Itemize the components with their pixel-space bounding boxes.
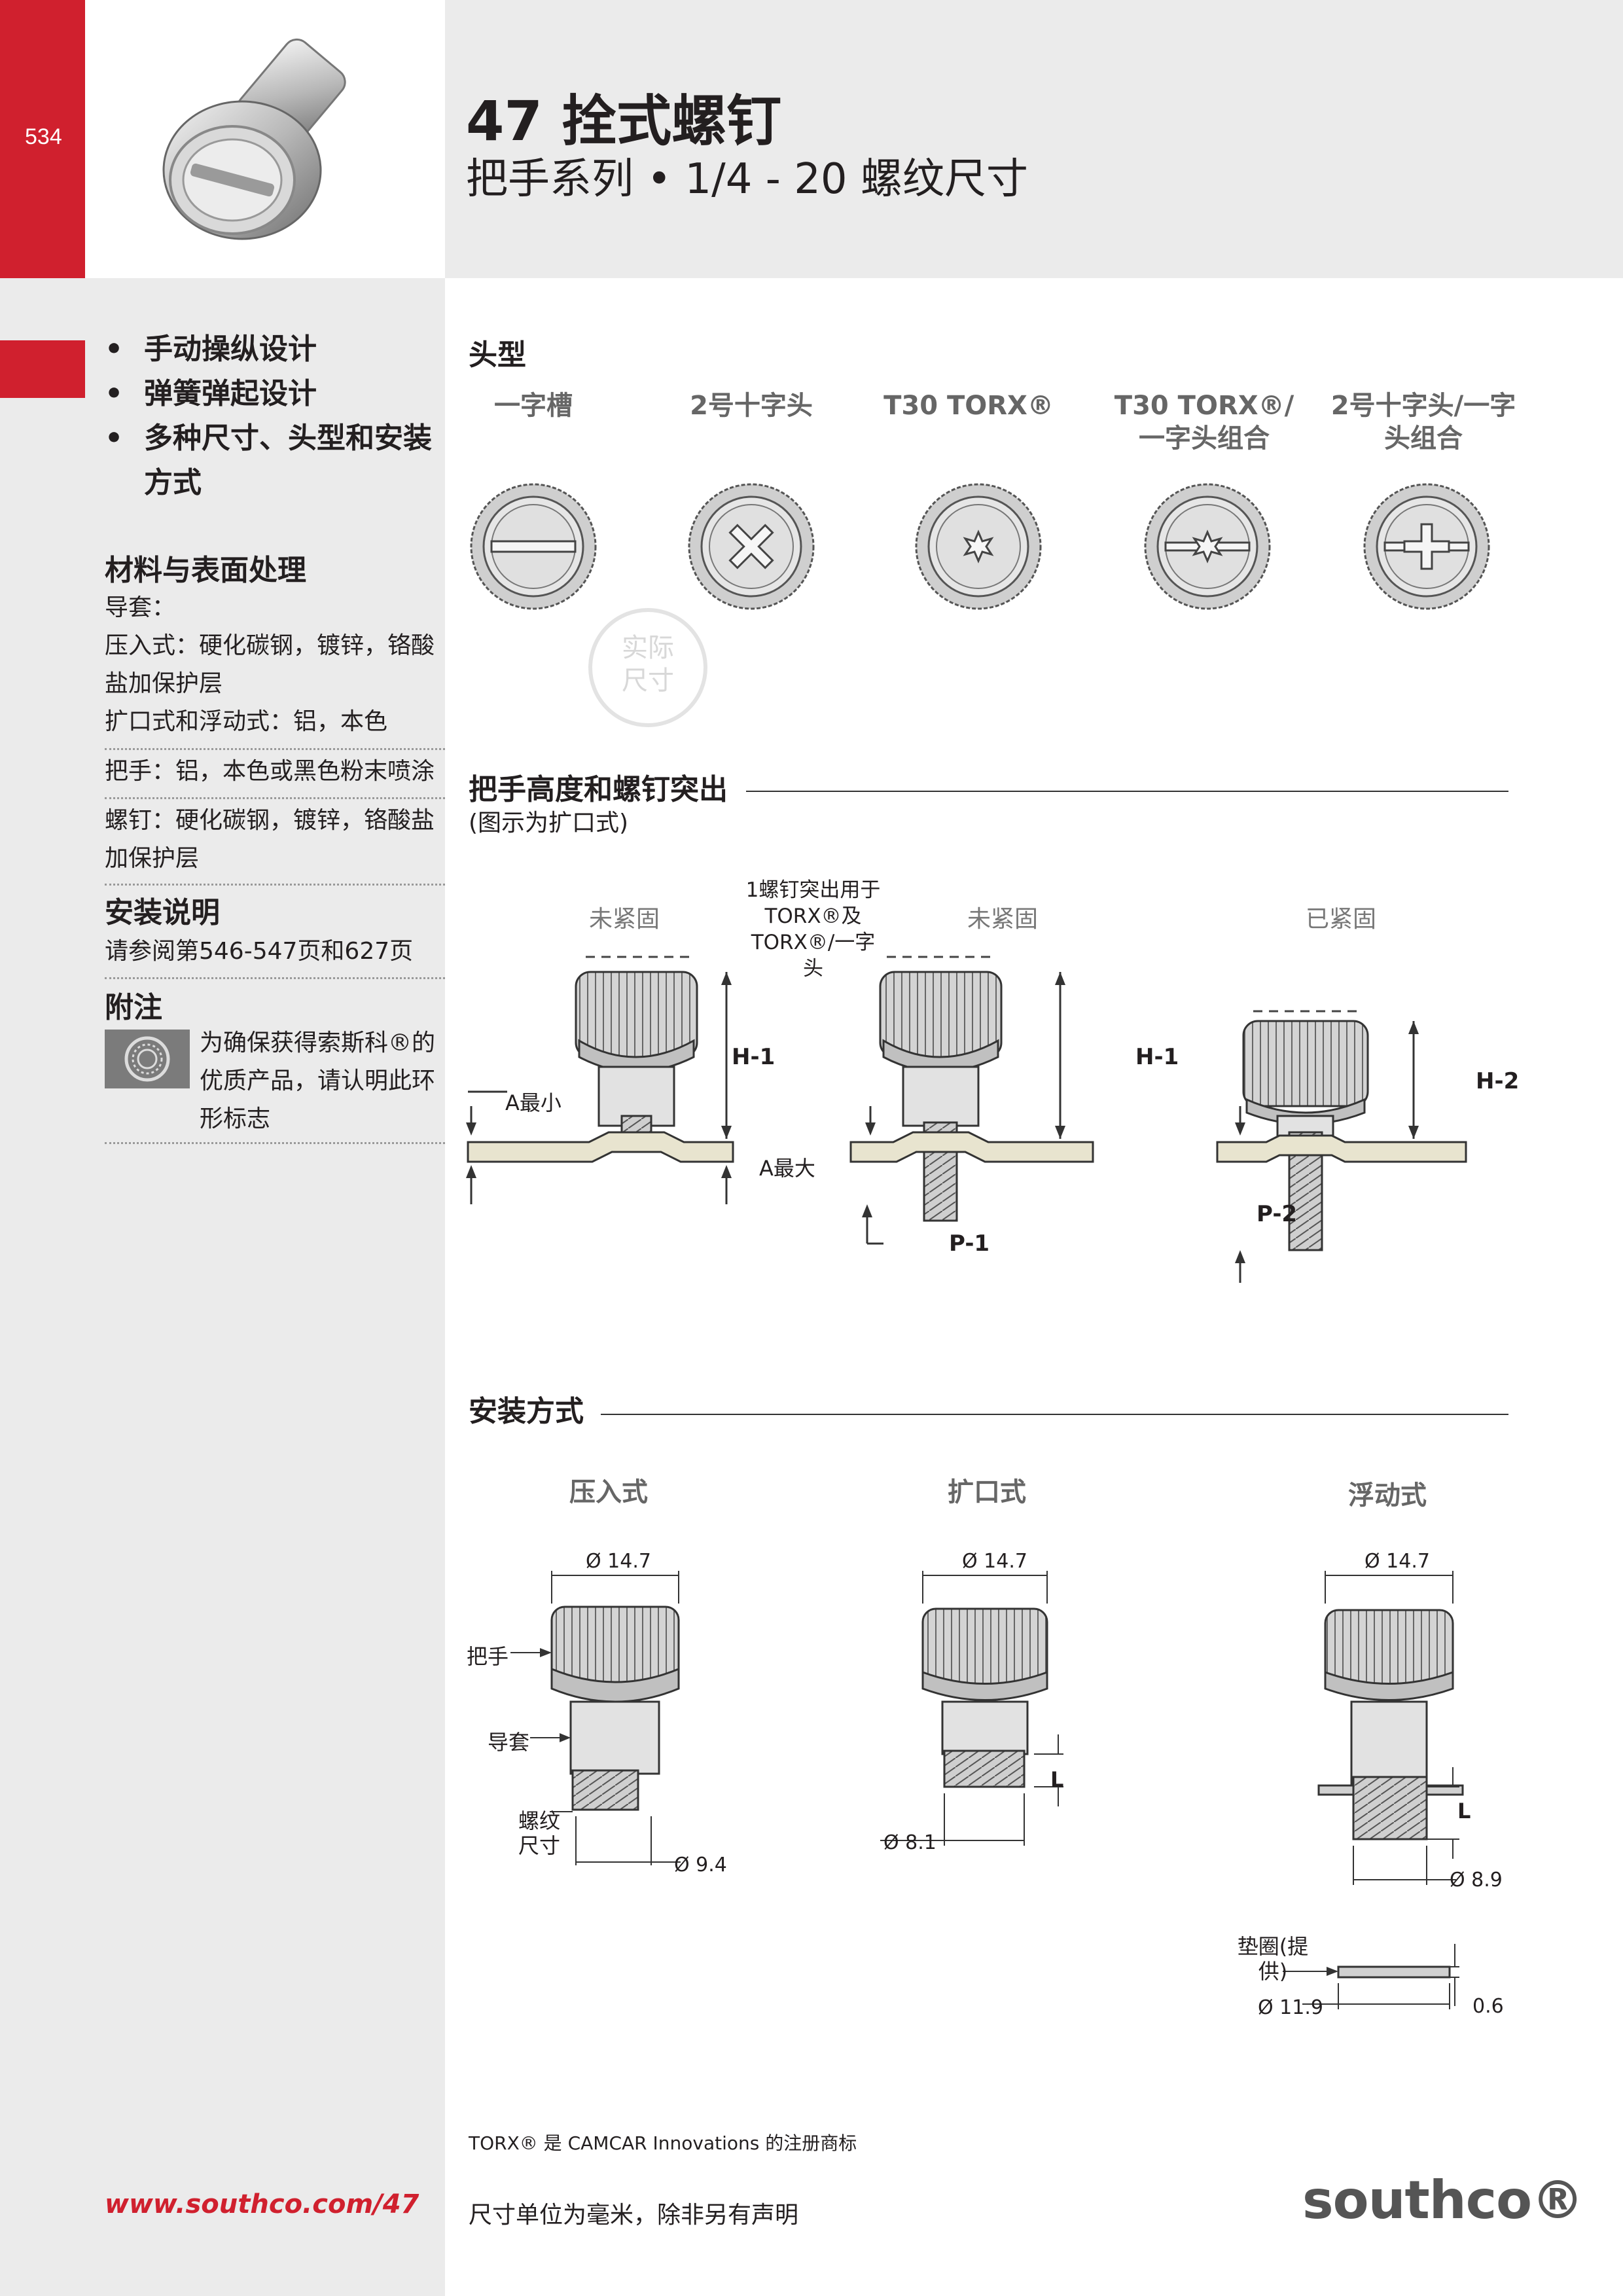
- state-label-fastened: 已紧固: [1306, 906, 1377, 933]
- dim-float-l: L: [1457, 1799, 1471, 1823]
- section-rule: [601, 1414, 1508, 1415]
- h1-label: H-1: [732, 1044, 776, 1070]
- mount-type-press: 压入式: [569, 1477, 648, 1507]
- unfastened-protrusion-unit: [849, 956, 1094, 1245]
- height-diagram: [466, 956, 1467, 1283]
- head-type-label: 一字槽: [494, 391, 573, 421]
- actual-size-stamp: [588, 608, 707, 727]
- southco-logo: southco®: [1302, 2170, 1584, 2231]
- a-min-label: A最小: [505, 1090, 562, 1115]
- state-label-unfastened: 未紧固: [589, 906, 660, 933]
- notes-title: 附注: [105, 991, 162, 1024]
- materials-title: 材料与表面处理: [105, 554, 306, 587]
- feature-item: 多种尺寸、头型和安装方式: [105, 416, 445, 505]
- mount-type-float: 浮动式: [1348, 1480, 1427, 1511]
- dim-float-od: Ø 8.9: [1450, 1869, 1503, 1892]
- mount-diagram: [510, 1571, 1464, 2009]
- dim-knob-flare: Ø 14.7: [962, 1550, 1027, 1573]
- float-unit: [1283, 1571, 1464, 2009]
- dim-washer-thickness: 0.6: [1472, 1995, 1504, 2018]
- page-subtitle: 把手系列 • 1/4 - 20 螺纹尺寸: [466, 155, 1028, 204]
- divider: [105, 748, 445, 750]
- head-type-label: 2号十字头: [690, 391, 813, 421]
- head-type-label: 2号十字头/一字头组合: [1330, 391, 1516, 454]
- mount-section-title: 安装方式: [469, 1395, 584, 1428]
- dim-knob-float: Ø 14.7: [1364, 1550, 1430, 1573]
- head-slot-icon: [470, 483, 597, 610]
- head-phillips-icon: [688, 483, 815, 610]
- actual-size-text: 实际尺寸: [622, 633, 674, 696]
- sleeve-label: 导套: [488, 1730, 530, 1755]
- h2-label: H-2: [1476, 1068, 1520, 1094]
- page-number: 534: [25, 124, 62, 149]
- units-note: 尺寸单位为毫米，除非另有声明: [469, 2202, 799, 2229]
- product-photo: [162, 38, 346, 240]
- height-section-subtitle: (图示为扩口式): [469, 810, 629, 836]
- materials-sleeve-press: 压入式：硬化碳钢，镀锌，铬酸盐加保护层: [105, 632, 435, 697]
- knob-label: 把手: [467, 1644, 509, 1669]
- a-max-label: A最大: [759, 1156, 815, 1181]
- dim-flare-l: L: [1050, 1767, 1064, 1792]
- state-label-unfastened: 未紧固: [967, 906, 1039, 933]
- materials-knob: 把手：铝，本色或黑色粉末喷涂: [105, 758, 435, 785]
- flare-unit: [880, 1571, 1063, 1846]
- torx-protrusion-note: 1螺钉突出用于TORX®及TORX®/一字头: [745, 878, 881, 980]
- website-link[interactable]: www.southco.com/47: [105, 2189, 419, 2219]
- divider: [105, 977, 445, 979]
- page-title: 47 拴式螺钉: [466, 89, 782, 153]
- left-column-background: [0, 278, 445, 2296]
- dim-knob-press: Ø 14.7: [586, 1550, 651, 1573]
- materials-screw: 螺钉：硬化碳钢，镀锌，铬酸盐加保护层: [105, 807, 435, 872]
- fastened-unit: [1216, 1010, 1467, 1283]
- notes-text: 为确保获得索斯科®的优质产品，请认明此环形标志: [200, 1030, 436, 1132]
- install-note-title: 安装说明: [105, 896, 220, 929]
- feature-item: 手动操纵设计: [105, 327, 445, 372]
- head-types-title: 头型: [469, 338, 526, 372]
- dim-press-od: Ø 9.4: [674, 1854, 727, 1876]
- h1-label: H-1: [1135, 1044, 1179, 1070]
- section-rule: [746, 791, 1508, 792]
- press-unit: [510, 1571, 681, 1865]
- header-background: [445, 0, 1623, 278]
- materials-sleeve-flare: 扩口式和浮动式：铝，本色: [105, 708, 388, 735]
- head-phillips-slot-icon: [1363, 483, 1490, 610]
- feature-item: 弹簧弹起设计: [105, 372, 445, 416]
- red-side-tab: [0, 340, 85, 398]
- thread-label: 螺纹尺寸: [518, 1808, 561, 1858]
- ring-mark-icon: [105, 1030, 190, 1088]
- head-torx-icon: [915, 483, 1042, 610]
- divider: [105, 884, 445, 886]
- red-header-strip: [0, 0, 85, 278]
- materials-sleeve-title: 导套：: [105, 594, 176, 621]
- divider: [105, 797, 445, 799]
- trademark-footnote: TORX® 是 CAMCAR Innovations 的注册商标: [469, 2132, 857, 2154]
- head-type-label: T30 TORX®: [883, 391, 1054, 421]
- install-note-text: 请参阅第546-547页和627页: [105, 938, 414, 965]
- p1-label: P-1: [949, 1230, 990, 1257]
- feature-list: 手动操纵设计 弹簧弹起设计 多种尺寸、头型和安装方式: [105, 327, 445, 505]
- dim-washer-od: Ø 11.9: [1258, 1996, 1323, 2019]
- height-section-title: 把手高度和螺钉突出: [469, 773, 728, 806]
- head-type-label: T30 TORX®/一字头组合: [1114, 391, 1294, 454]
- washer-label: 垫圈(提供): [1237, 1934, 1309, 1984]
- dim-flare-od: Ø 8.1: [883, 1831, 936, 1854]
- unfastened-flare-unit: [466, 956, 734, 1204]
- mount-type-flare: 扩口式: [948, 1477, 1026, 1507]
- head-torx-slot-icon: [1144, 483, 1271, 610]
- p2-label: P-2: [1257, 1201, 1298, 1227]
- divider: [105, 1142, 445, 1144]
